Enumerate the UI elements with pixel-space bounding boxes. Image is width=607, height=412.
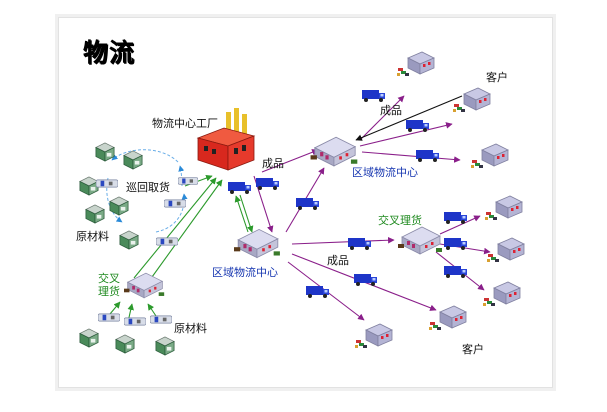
customer-building-icon — [482, 281, 521, 307]
cross-dock-left-icon — [124, 272, 165, 299]
customer-building-icon — [484, 195, 523, 221]
pickup-crate-icon — [150, 315, 172, 324]
product-label: 成品 — [380, 104, 402, 117]
pickup-crate-icon — [156, 237, 178, 246]
truck-icon — [354, 274, 377, 286]
cross-dock-right-icon — [398, 226, 443, 255]
raw-material-label: 原材料 — [76, 230, 109, 243]
cross-dock-left-label-line2: 理货 — [98, 285, 120, 298]
regional-center-main-icon — [234, 228, 281, 259]
pickup-crate-icon — [124, 317, 146, 326]
customer-building-icon — [452, 87, 491, 113]
truck-icon — [348, 238, 371, 250]
product-label: 成品 — [327, 254, 349, 267]
truck-icon — [296, 198, 319, 210]
truck-icon — [256, 178, 279, 190]
truck-icon — [362, 90, 385, 102]
regional-center-upper-icon — [310, 136, 358, 167]
pickup-crate-icon — [96, 179, 118, 188]
supply-arrows — [104, 174, 254, 323]
truck-icon — [228, 182, 251, 194]
regional-center-label: 区域物流中心 — [212, 266, 278, 279]
customer-building-icon — [396, 51, 435, 77]
supplier-building-icon — [79, 328, 99, 348]
pickup-crate-icon — [164, 199, 186, 208]
truck-icon — [306, 286, 329, 298]
factory-icon — [196, 108, 256, 171]
supplier-building-icon — [119, 230, 139, 250]
patrol-pickup-label: 巡回取货 — [126, 181, 170, 194]
customer-building-icon — [354, 323, 393, 349]
cross-dock-right-label: 交叉理货 — [378, 214, 422, 227]
product-label: 成品 — [262, 157, 284, 170]
truck-icon — [406, 120, 429, 132]
customer-building-icon — [486, 237, 525, 263]
pickup-crate-icon — [178, 177, 198, 185]
supplier-building-icon — [85, 204, 105, 224]
supplier-building-icon — [123, 150, 143, 170]
return-arrow — [355, 95, 463, 141]
raw-material-label: 原材料 — [174, 322, 207, 335]
customer-label: 客户 — [486, 71, 508, 84]
customer-label: 客户 — [462, 343, 484, 356]
regional-center-label: 区域物流中心 — [352, 166, 418, 179]
product-flow-arrows — [253, 95, 491, 321]
truck-icon — [444, 266, 467, 278]
pickup-crate-icon — [98, 313, 120, 322]
customer-building-icon — [470, 143, 509, 169]
supplier-building-icon — [115, 334, 135, 354]
factory-label: 物流中心工厂 — [152, 117, 218, 130]
supplier-building-icon — [155, 336, 175, 356]
truck-icon — [444, 238, 467, 250]
truck-icon — [416, 150, 439, 162]
page-title: 物流 — [83, 38, 136, 67]
cross-dock-left-label-line1: 交叉 — [98, 272, 120, 285]
supplier-building-icon — [95, 142, 115, 162]
truck-icon — [444, 212, 467, 224]
supplier-building-icon — [79, 176, 99, 196]
